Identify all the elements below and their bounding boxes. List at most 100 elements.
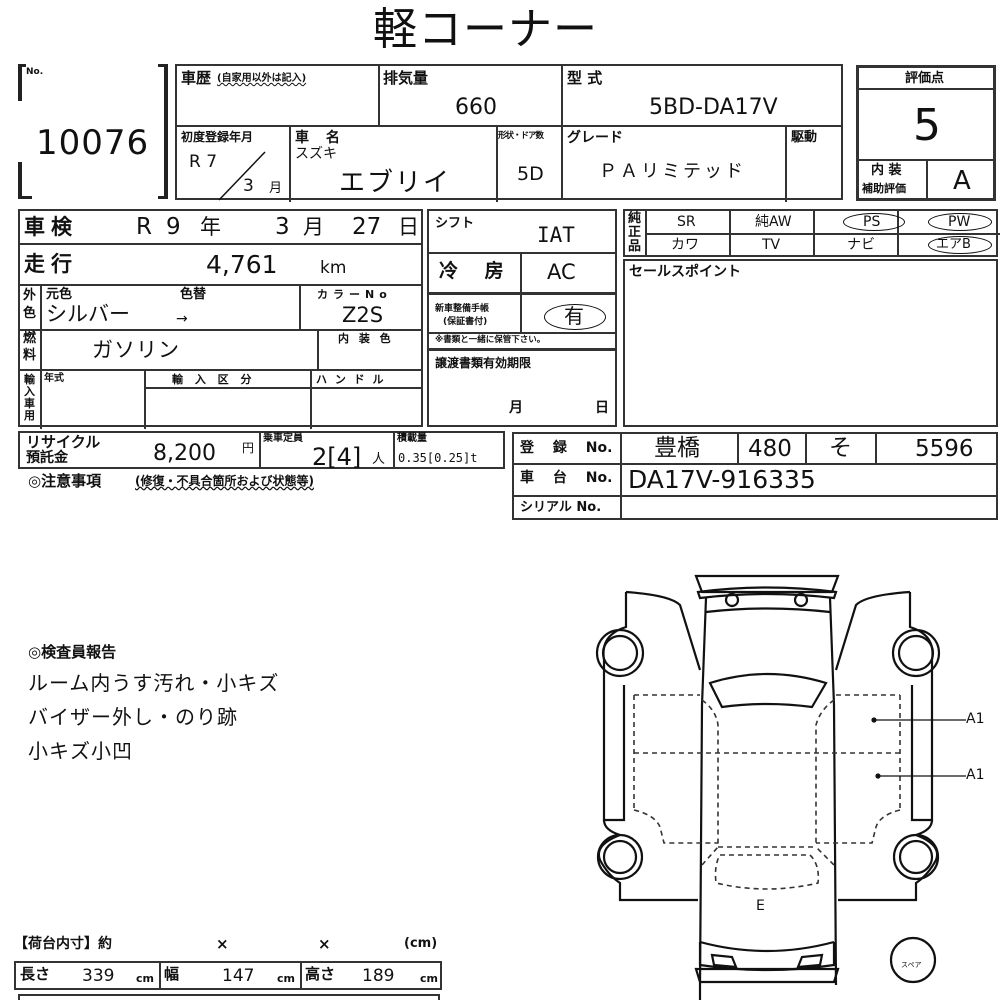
cargo-times-2: ×: [318, 935, 331, 953]
lot-no-label: No.: [26, 67, 44, 77]
genuine-item-sr: SR: [677, 214, 696, 230]
inspector-report-line: バイザー外し・のり跡: [28, 705, 238, 729]
inspection-era: R: [136, 214, 152, 240]
capacity-unit: 人: [372, 452, 386, 467]
sales-point-box: セールスポイント: [623, 259, 998, 427]
transfer-month-unit: 月: [509, 400, 523, 416]
maintenance-book-label-2: (保証書付): [443, 317, 488, 327]
fuel-label-1: 燃: [23, 331, 37, 346]
mileage-label: 走行: [24, 252, 78, 276]
genuine-item-alloy-wheel: 純AW: [755, 214, 792, 230]
car-condition-diagram: [595, 574, 966, 1000]
genuine-item-leather: カワ: [671, 237, 699, 253]
transfer-docs-label: 譲渡書類有効期限: [435, 356, 532, 370]
score-label: 評価点: [905, 71, 945, 86]
transfer-day-unit: 日: [595, 400, 609, 416]
exterior-label-2: 色: [23, 306, 37, 321]
notes-label: ◎注意事項: [28, 472, 102, 490]
inspection-day: 27: [352, 214, 382, 240]
genuine-item-ps: PS: [863, 214, 881, 230]
cargo-width-unit: cm: [277, 972, 295, 985]
registration-label: 登 録 No.: [520, 440, 613, 456]
ac-label: 冷 房: [439, 260, 514, 282]
model-code-value: 5BD-DA17V: [649, 95, 778, 120]
notes-sublabel: (修復・不具合箇所および状態等): [135, 474, 314, 488]
sales-point-label: セールスポイント: [629, 264, 741, 280]
recycle-unit: 円: [242, 441, 255, 455]
maintenance-book-value: 有: [564, 304, 584, 328]
genuine-parts-table: 純正品 SR 純AW PS PW カワ TV ナビ エアB: [623, 209, 1000, 257]
inspection-day-unit: 日: [398, 215, 419, 239]
cargo-label: 【荷台内寸】約: [14, 936, 112, 952]
maintenance-book-label-1: 新車整備手帳: [435, 304, 490, 314]
car-name-maker: スズキ: [295, 146, 337, 162]
color-change-label: 色替: [180, 287, 207, 302]
body-doors-label: 形状・ドア数: [498, 131, 544, 141]
interior-color-label: 内 装 色: [338, 332, 394, 345]
ac-value: AC: [547, 260, 576, 284]
cargo-height-label: 高さ: [305, 965, 336, 983]
cargo-length-value: 339: [82, 966, 115, 986]
history-sublabel: (自家用以外は記入): [217, 73, 307, 84]
lot-number: 10076: [36, 123, 150, 163]
shift-value: IAT: [537, 223, 575, 247]
recycle-capacity-table: リサイクル 預託金 8,200 円 乗車定員 2[4] 人 積載量 0.35[0…: [18, 431, 505, 469]
import-label: 輸入車用: [24, 373, 35, 422]
serial-label: シリアル No.: [520, 500, 602, 515]
score-box: 評価点 5 内 装 補助評価 A: [856, 65, 996, 201]
shift-ac-table: シフト IAT 冷 房 AC 新車整備手帳 (保証書付) 有 ※書類と一緒に保管…: [427, 209, 617, 427]
mileage-unit: km: [320, 258, 347, 278]
cargo-height-unit: cm: [420, 972, 438, 985]
grade-label: グレード: [567, 130, 623, 146]
registration-class-no: 480: [748, 436, 792, 462]
original-color-label: 元色: [46, 287, 73, 302]
damage-mark-a1: A1: [966, 711, 985, 727]
displacement-value: 660: [455, 95, 497, 120]
history-label: 車歴: [181, 69, 212, 87]
color-no-value: Z2S: [342, 303, 384, 327]
genuine-label: 純正品: [628, 211, 642, 254]
inspector-report-label: ◎検査員報告: [28, 643, 117, 661]
handle-label: ハ ン ド ル: [316, 373, 386, 386]
import-class-label: 輸 入 区 分: [172, 373, 256, 386]
first-registration-month-unit: 月: [269, 181, 283, 196]
first-registration-label: 初度登録年月: [181, 130, 254, 144]
maintenance-book-note: ※書類と一緒に保管下さい。: [435, 335, 546, 345]
interior-score-value: A: [953, 166, 971, 196]
capacity-label: 乗車定員: [263, 433, 303, 444]
score-value: 5: [913, 100, 941, 151]
ps-circle: [843, 213, 905, 231]
cargo-length-label: 長さ: [20, 965, 51, 983]
front-mark-e: E: [756, 898, 765, 914]
cargo-unit-paren: (cm): [404, 936, 438, 951]
load-label: 積載量: [397, 433, 427, 444]
interior-label-1: 内 装: [871, 163, 902, 178]
car-name-value: エブリイ: [339, 168, 452, 198]
inspection-month-unit: 月: [303, 215, 324, 239]
interior-label-2: 補助評価: [862, 182, 906, 195]
inspection-label: 車検: [24, 215, 78, 239]
grade-value: ＰＡリミテッド: [599, 161, 746, 182]
import-year-label: 年式: [44, 373, 64, 384]
inspection-year-unit: 年: [200, 215, 221, 239]
exterior-color-value: シルバー: [46, 302, 130, 326]
recycle-label-1: リサイクル: [26, 433, 101, 451]
registration-number: 5596: [915, 436, 974, 462]
chassis-label: 車 台 No.: [520, 470, 613, 486]
vehicle-info-table: 車歴 (自家用以外は記入) 排気量 660 型 式 5BD-DA17V 初度登録…: [175, 64, 843, 202]
cargo-times-1: ×: [216, 935, 229, 953]
spare-label: スペア: [901, 961, 922, 969]
cargo-width-value: 147: [222, 966, 255, 986]
slash-divider: [218, 151, 266, 201]
shift-label: シフト: [435, 216, 475, 231]
genuine-item-navi: ナビ: [847, 237, 875, 253]
car-name-label: 車 名: [295, 130, 346, 146]
chassis-value: DA17V-916335: [628, 465, 816, 494]
body-doors-value: 5D: [517, 163, 544, 185]
capacity-value: 2[4]: [312, 443, 362, 471]
genuine-item-airbag: エアB: [936, 237, 971, 252]
inspection-mileage-table: 車検 R 9 年 3 月 27 日 走行 4,761 km 外 色 元色 色替 …: [18, 209, 423, 429]
model-code-label: 型 式: [567, 69, 603, 87]
first-registration-month: 3: [243, 176, 254, 196]
drive-label: 駆動: [791, 130, 818, 145]
